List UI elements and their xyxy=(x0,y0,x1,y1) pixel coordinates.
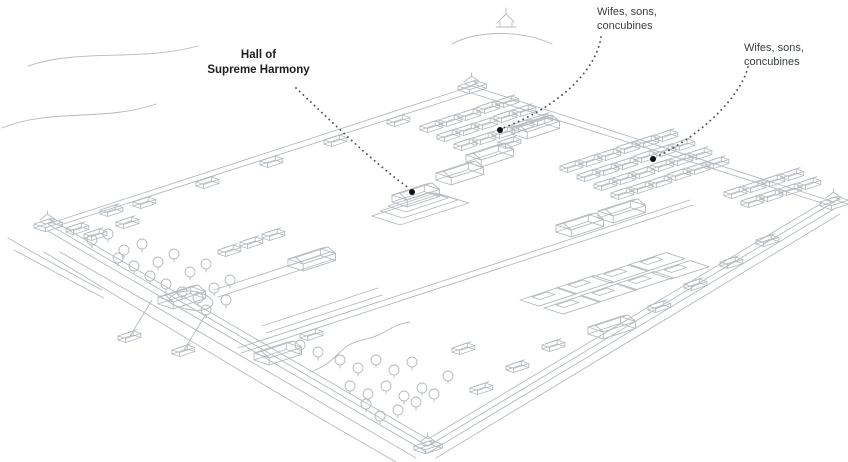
dot-wives1 xyxy=(497,127,503,133)
leader-line-wives2 xyxy=(655,66,749,158)
garden-trees xyxy=(86,228,454,425)
annotation-label-wives-sons-concubines-1: Wifes, sons, concubines xyxy=(597,5,657,34)
gate-complex xyxy=(117,284,636,366)
annotation-text-line: Supreme Harmony xyxy=(207,63,310,76)
outer-wall xyxy=(47,85,835,454)
palace-drawing xyxy=(1,7,848,462)
central-halls xyxy=(287,114,646,272)
background-hills xyxy=(1,7,553,129)
annotation-text-line: concubines xyxy=(744,56,800,69)
leader-line-wives1 xyxy=(502,36,602,129)
dot-wives2 xyxy=(650,156,656,162)
dot-hall xyxy=(409,189,415,195)
corner-towers xyxy=(33,72,848,455)
water-features xyxy=(169,290,411,373)
leader-line-hall xyxy=(295,87,411,190)
annotation-text-line: Wifes, sons, xyxy=(597,6,657,18)
annotation-leaders xyxy=(295,36,749,190)
annotation-label-wives-sons-concubines-2: Wifes, sons, concubines xyxy=(744,41,804,70)
annotation-text-line: Wifes, sons, xyxy=(744,42,804,54)
moat-lines xyxy=(7,213,841,462)
annotation-text-line: concubines xyxy=(597,20,653,33)
building-clusters xyxy=(65,94,822,395)
courtyard-compounds xyxy=(519,252,710,315)
annotation-dots xyxy=(409,127,656,195)
annotation-label-hall-of-supreme-harmony: Hall of Supreme Harmony xyxy=(186,48,331,78)
annotation-text-line: Hall of xyxy=(240,49,277,61)
